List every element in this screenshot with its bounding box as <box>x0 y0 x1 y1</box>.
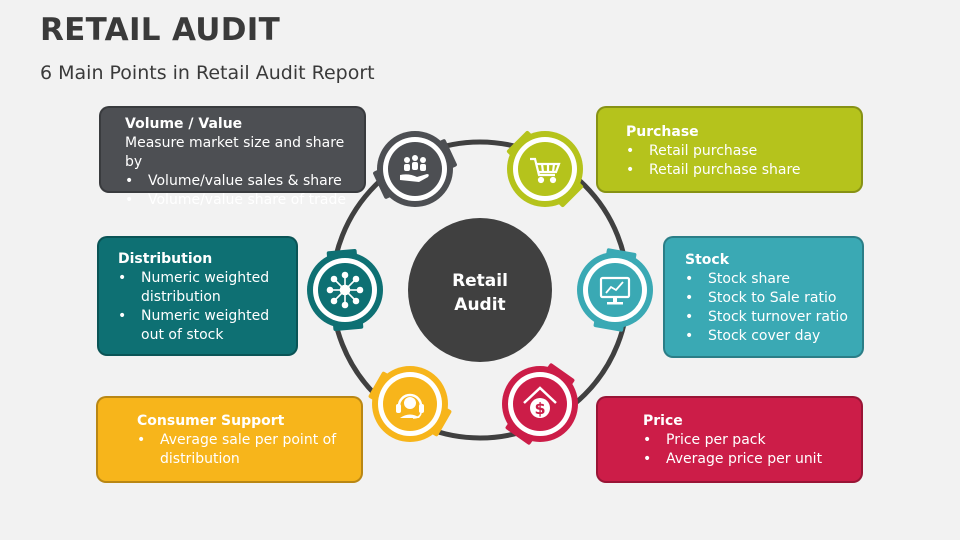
monitor-chart-icon <box>599 276 631 305</box>
volume-bullet: Volume/value sales & share <box>125 172 364 191</box>
node-stock <box>577 248 653 332</box>
volume-value-box: Volume / Value Measure market size and s… <box>99 106 366 210</box>
network-icon <box>326 271 364 309</box>
stock-heading: Stock <box>685 252 730 268</box>
purchase-bullet: Retail purchase <box>626 142 861 161</box>
stock-bullet: Stock share <box>685 270 862 289</box>
svg-text:$: $ <box>534 399 545 418</box>
purchase-bullet: Retail purchase share <box>626 161 861 180</box>
center-label-line1: Retail <box>452 271 508 291</box>
distribution-heading: Distribution <box>118 251 213 267</box>
consumer-support-bullet: Average sale per point of distribution <box>137 431 361 469</box>
shopping-cart-icon <box>530 157 561 184</box>
consumer-support-box: Consumer Support Average sale per point … <box>96 396 363 483</box>
price-box: Price Price per pack Average price per u… <box>596 396 863 483</box>
volume-bullet-list: Volume/value sales & share Volume/value … <box>125 172 364 210</box>
people-hand-icon <box>400 155 429 182</box>
distribution-bullet: Numeric weighted out of stock <box>118 307 296 345</box>
house-dollar-icon: $ <box>523 386 557 418</box>
volume-heading: Volume / Value <box>125 116 243 132</box>
price-bullet-list: Price per pack Average price per unit <box>643 431 861 469</box>
consumer-support-heading: Consumer Support <box>137 413 285 429</box>
stock-bullet: Stock turnover ratio <box>685 308 862 327</box>
node-distribution <box>307 249 383 331</box>
center-circle <box>408 218 552 362</box>
node-volume <box>373 131 457 207</box>
volume-intro: Measure market size and share by <box>125 135 345 170</box>
slide-title: RETAIL AUDIT <box>40 12 281 48</box>
price-heading: Price <box>643 413 683 429</box>
stock-bullet: Stock to Sale ratio <box>685 289 862 308</box>
stock-bullet-list: Stock share Stock to Sale ratio Stock tu… <box>685 270 862 346</box>
stock-bullet: Stock cover day <box>685 327 862 346</box>
distribution-bullet: Numeric weighted distribution <box>118 269 296 307</box>
center-label-line2: Audit <box>454 295 505 315</box>
stock-box: Stock Stock share Stock to Sale ratio St… <box>663 236 864 358</box>
price-bullet: Price per pack <box>643 431 861 450</box>
slide-subtitle: 6 Main Points in Retail Audit Report <box>40 62 375 84</box>
purchase-heading: Purchase <box>626 124 699 140</box>
price-bullet: Average price per unit <box>643 450 861 469</box>
volume-bullet: Volume/value share of trade <box>125 191 364 210</box>
node-purchase <box>506 130 584 208</box>
distribution-bullet-list: Numeric weighted distribution Numeric we… <box>118 269 296 345</box>
headset-icon <box>396 393 424 419</box>
purchase-box: Purchase Retail purchase Retail purchase… <box>596 106 863 193</box>
distribution-box: Distribution Numeric weighted distributi… <box>97 236 298 356</box>
purchase-bullet-list: Retail purchase Retail purchase share <box>626 142 861 180</box>
consumer-support-bullet-list: Average sale per point of distribution <box>137 431 361 469</box>
node-price: $ <box>502 363 578 445</box>
node-consumer-support <box>368 366 452 442</box>
